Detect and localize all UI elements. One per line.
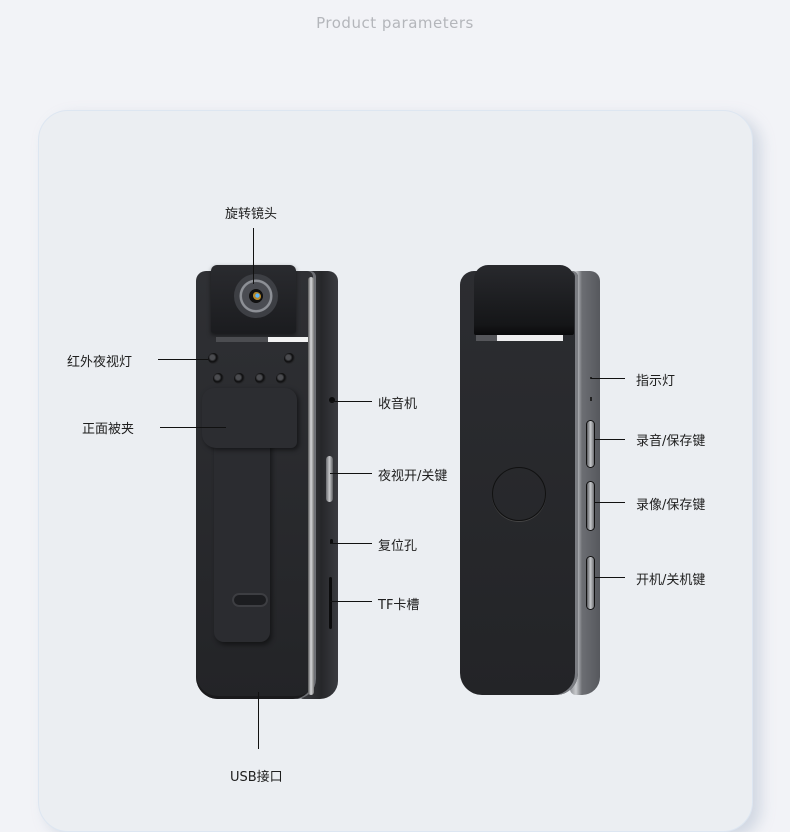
ir-led-icon <box>234 373 245 384</box>
audio-record-button <box>587 421 594 467</box>
microphone-hole <box>329 397 335 403</box>
product-card <box>38 110 753 832</box>
label-ir-night-light: 红外夜视灯 <box>67 355 133 370</box>
camera-strip-dark <box>216 337 268 342</box>
device-metal-edge <box>308 277 314 695</box>
clip-slot <box>232 593 268 607</box>
ir-led-icon <box>284 353 295 364</box>
ir-led-icon <box>255 373 266 384</box>
leader-line <box>158 359 208 360</box>
front-device-image <box>196 265 338 702</box>
leader-line <box>160 427 226 428</box>
reset-hole <box>330 539 333 544</box>
leader-line <box>594 577 625 578</box>
page-title: Product parameters <box>316 14 474 32</box>
indicator-led-secondary <box>590 397 592 401</box>
leader-line <box>330 473 372 474</box>
ir-led-icon <box>208 353 219 364</box>
video-record-button <box>587 482 594 530</box>
leader-line <box>591 378 625 379</box>
label-microphone: 收音机 <box>378 397 418 412</box>
clip-stem <box>214 435 270 642</box>
label-night-vision-switch: 夜视开/关键 <box>378 469 448 484</box>
rotating-camera-back <box>474 265 574 335</box>
camera-strip-light <box>268 337 308 342</box>
label-tf-slot: TF卡槽 <box>378 598 420 613</box>
leader-line <box>258 692 259 749</box>
label-audio-record-save: 录音/保存键 <box>636 434 706 449</box>
label-rotating-lens: 旋转镜头 <box>225 207 278 222</box>
leader-line <box>594 502 625 503</box>
label-indicator-light: 指示灯 <box>636 374 676 389</box>
label-usb-port: USB接口 <box>230 770 283 785</box>
ir-led-icon <box>276 373 287 384</box>
leader-line <box>330 401 372 402</box>
leader-line <box>330 543 372 544</box>
ir-led-icon <box>213 373 224 384</box>
camera-strip-light <box>497 335 563 341</box>
leader-line <box>594 439 625 440</box>
back-device-image <box>460 265 600 695</box>
label-reset-hole: 复位孔 <box>378 539 418 554</box>
label-front-clip: 正面被夹 <box>82 422 135 437</box>
leader-line <box>330 601 372 602</box>
power-button <box>587 557 594 609</box>
back-circle-icon <box>492 467 546 521</box>
tf-card-slot <box>329 577 332 629</box>
night-vision-button <box>326 456 333 502</box>
label-power-switch: 开机/关机键 <box>636 573 706 588</box>
camera-strip-dark <box>476 335 497 341</box>
label-video-record-save: 录像/保存键 <box>636 498 706 513</box>
leader-line <box>253 228 254 284</box>
front-clip <box>202 388 297 448</box>
lens-core-icon <box>252 292 261 301</box>
